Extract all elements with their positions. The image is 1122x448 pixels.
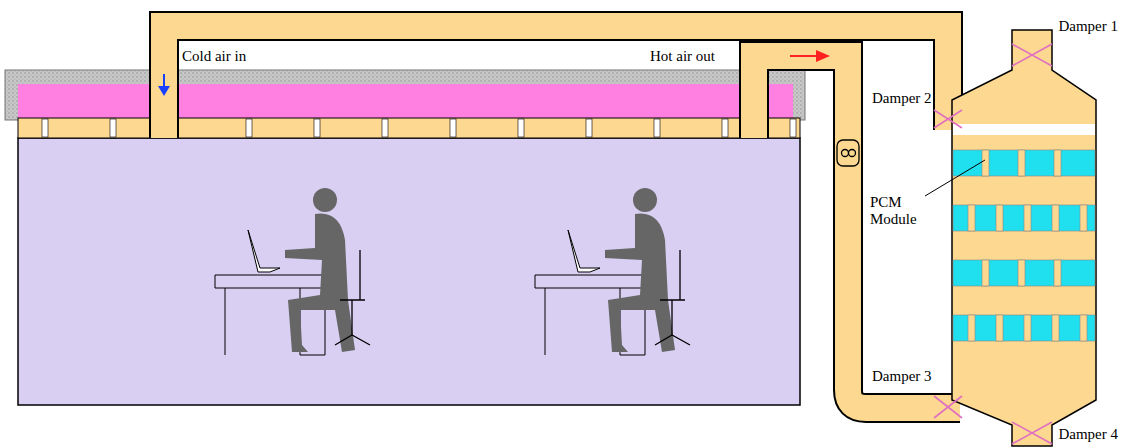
tile-gap: [518, 119, 524, 137]
pcm-spacer: [1024, 205, 1031, 231]
fan-symbol: [837, 140, 859, 166]
damper-label: Damper 2: [872, 90, 932, 107]
storage-unit: [952, 30, 1096, 446]
pcm-spacer: [968, 315, 975, 341]
pcm-spacer: [982, 150, 989, 176]
hot-arrow: [790, 55, 818, 57]
part-label: PCM Module: [870, 194, 928, 228]
damper-label: Damper 3: [872, 368, 932, 385]
person-body: [285, 214, 355, 352]
tile-gap: [382, 119, 388, 137]
roof-slab: [5, 70, 805, 120]
person-head: [313, 188, 337, 212]
tile-gap: [450, 119, 456, 137]
plenum-gap: [953, 124, 1095, 135]
tile-gap: [246, 119, 252, 137]
pcm-spacer: [1018, 150, 1025, 176]
tile-gap: [586, 119, 592, 137]
pcm-spacer: [1080, 315, 1087, 341]
pcm-row: [953, 260, 1095, 286]
ceiling-tiles: [18, 118, 800, 138]
pcm-spacer: [1054, 260, 1061, 286]
tile-gap: [314, 119, 320, 137]
air-label: Hot air out: [650, 48, 715, 65]
damper-symbols: [934, 44, 1052, 444]
desk: [535, 275, 655, 355]
tile-gap: [110, 119, 116, 137]
desk: [215, 275, 335, 355]
damper-label: Damper 1: [1058, 18, 1118, 35]
tile-gap: [42, 119, 48, 137]
pcm-spacer: [996, 205, 1003, 231]
pcm-spacer: [1054, 150, 1061, 176]
occupants: [215, 188, 690, 355]
monitor: [248, 230, 280, 272]
tile-gap: [654, 119, 660, 137]
pcm-row: [953, 205, 1095, 231]
pcm-spacer: [1018, 260, 1025, 286]
ceiling-layer: [18, 84, 793, 118]
cold-arrow: [163, 74, 165, 88]
pcm-row: [953, 150, 1095, 176]
damper-label: Damper 4: [1058, 426, 1118, 443]
monitor: [568, 230, 600, 272]
room: [18, 138, 800, 405]
pcm-row: [953, 315, 1095, 341]
chair: [655, 250, 690, 345]
chair: [335, 250, 370, 345]
person-body: [605, 214, 675, 352]
person-head: [633, 188, 657, 212]
pcm-spacer: [1024, 315, 1031, 341]
air-label: Cold air in: [182, 48, 246, 65]
leader-line: [925, 160, 985, 196]
pcm-spacer: [1052, 205, 1059, 231]
tile-gap: [722, 119, 728, 137]
pcm-spacer: [1052, 315, 1059, 341]
pcm-spacer: [982, 260, 989, 286]
pcm-spacer: [968, 205, 975, 231]
pcm-spacer: [996, 315, 1003, 341]
ducts: [164, 26, 960, 408]
tile-gap: [790, 119, 796, 137]
pcm-spacer: [1080, 205, 1087, 231]
pcm-modules: [953, 150, 1095, 341]
